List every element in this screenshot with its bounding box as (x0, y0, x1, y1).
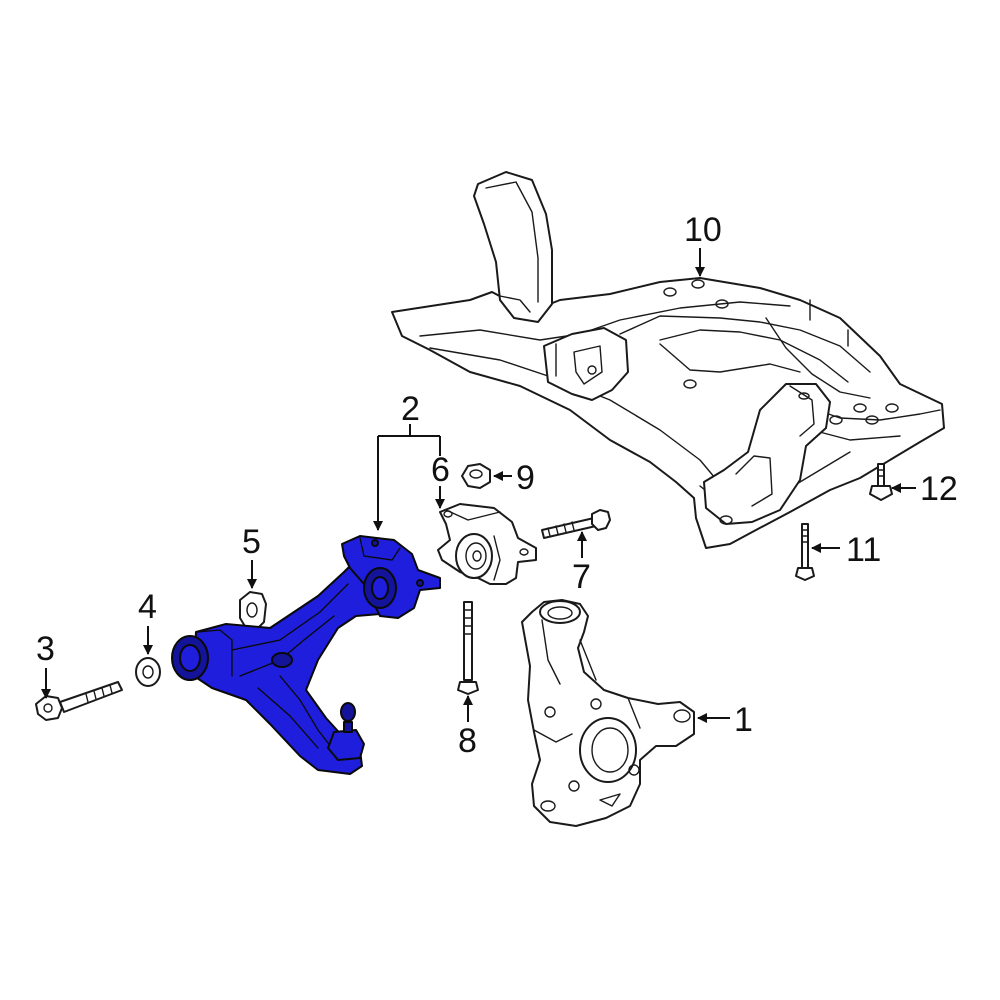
bolt-part-12[interactable] (869, 463, 893, 501)
rear-bushing-part-6[interactable] (437, 503, 537, 585)
callout-12[interactable]: 12 (920, 470, 958, 508)
callout-7[interactable]: 7 (572, 558, 591, 596)
washer-part-4[interactable] (135, 657, 161, 687)
subframe-part-10[interactable] (391, 171, 945, 549)
dust-seal-part-5[interactable] (239, 591, 267, 631)
bolt-part-8[interactable] (457, 601, 479, 695)
bolt-part-7[interactable] (541, 509, 611, 539)
callout-2[interactable]: 2 (401, 390, 420, 428)
callout-4[interactable]: 4 (138, 588, 157, 626)
callout-1[interactable]: 1 (734, 701, 753, 739)
callout-9[interactable]: 9 (516, 459, 535, 497)
bolt-part-11[interactable] (795, 523, 815, 581)
callout-6[interactable]: 6 (431, 451, 450, 489)
steering-knuckle-part-1[interactable] (521, 599, 695, 827)
callout-10[interactable]: 10 (684, 211, 722, 249)
callout-8[interactable]: 8 (458, 722, 477, 760)
leader-2-bracket (378, 424, 440, 437)
bolt-part-3[interactable] (35, 681, 123, 721)
callout-3[interactable]: 3 (36, 630, 55, 668)
leader-lines (41, 248, 916, 723)
callout-labels: 1 2 3 4 5 6 7 8 9 10 11 12 (36, 211, 958, 760)
callout-5[interactable]: 5 (242, 523, 261, 561)
nut-part-9[interactable] (461, 463, 491, 489)
callout-11[interactable]: 11 (846, 531, 881, 569)
lower-control-arm-part-2[interactable] (171, 535, 441, 775)
